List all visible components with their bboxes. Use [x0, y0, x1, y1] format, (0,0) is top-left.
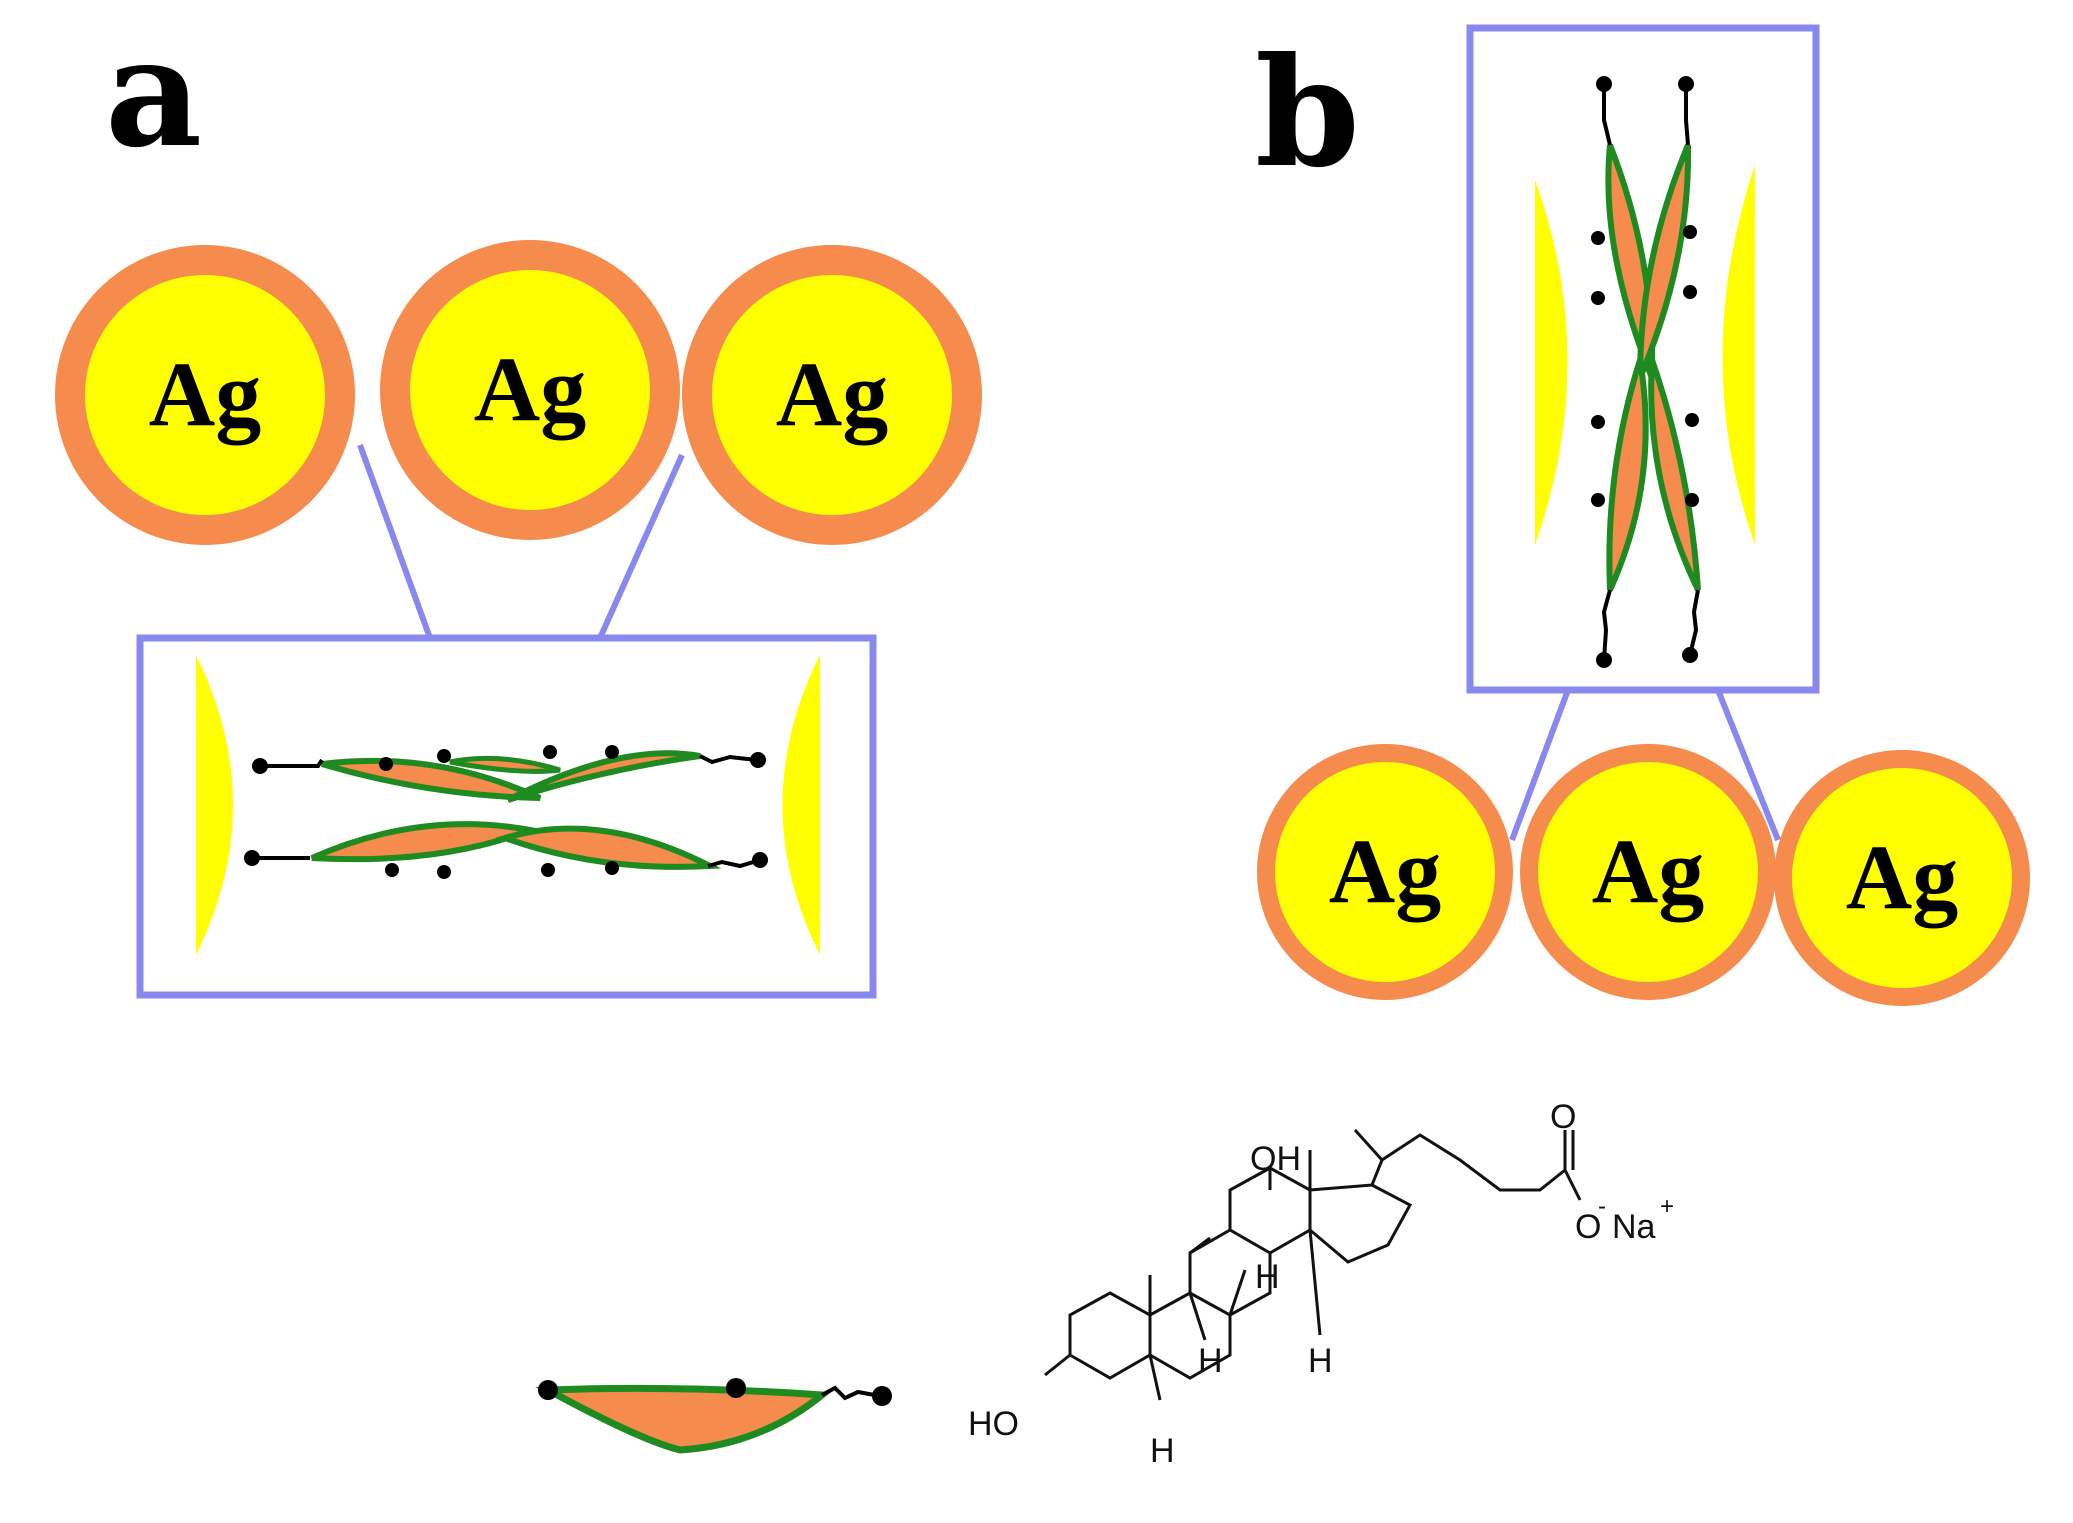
head-group: [252, 758, 268, 774]
ho-label: HO: [968, 1405, 1019, 1443]
ag-particle: Ag: [682, 245, 982, 545]
ag-label: Ag: [1592, 820, 1704, 922]
panel-b-particles: Ag Ag Ag: [1257, 744, 2030, 1006]
silver-surface-right: [782, 655, 820, 955]
silver-surface-left: [196, 655, 233, 955]
silver-surface-right: [1722, 165, 1755, 545]
o-carbonyl-label: O: [1550, 1098, 1576, 1136]
head-group: [244, 850, 260, 866]
h-label: H: [1255, 1258, 1280, 1296]
ag-label: Ag: [776, 343, 888, 445]
plus-charge: +: [1660, 1193, 1674, 1220]
oh-label: OH: [1250, 1140, 1301, 1178]
sodium-label: Na: [1612, 1208, 1656, 1246]
ag-particle: Ag: [1520, 744, 1776, 1000]
head-group: [1596, 76, 1612, 92]
ag-particle: Ag: [1257, 744, 1513, 1000]
callout-line: [357, 443, 433, 640]
ag-label: Ag: [149, 343, 261, 445]
head-group: [752, 852, 768, 868]
bile-salt-glyph: [535, 1378, 892, 1454]
head-group: [1682, 647, 1698, 663]
callout-line: [597, 453, 685, 640]
ag-particle: Ag: [1774, 750, 2030, 1006]
ag-label: Ag: [474, 338, 586, 440]
bile-salt-molecule: [437, 749, 561, 774]
head-group: [1596, 652, 1612, 668]
minus-charge: -: [1598, 1193, 1606, 1220]
callout-line: [1509, 688, 1571, 842]
h-label: H: [1150, 1432, 1175, 1470]
h-label: H: [1198, 1342, 1223, 1380]
panel-a-particles: Ag Ag Ag: [55, 240, 982, 545]
cholate-structure: [1044, 1128, 1582, 1401]
panel-a-zoom-box: [136, 634, 877, 999]
bile-salt-molecule: [321, 757, 542, 801]
head-group: [750, 752, 766, 768]
ag-particle: Ag: [55, 245, 355, 545]
callout-line: [1715, 688, 1781, 842]
silver-surface-left: [1535, 180, 1568, 545]
panel-b-zoom-box: [1466, 24, 1820, 694]
ag-label: Ag: [1846, 826, 1958, 928]
head-group: [1678, 76, 1694, 92]
panel-label-b: b: [1255, 25, 1360, 201]
ag-particle: Ag: [380, 240, 680, 540]
h-label: H: [1308, 1342, 1333, 1380]
panel-label-a: a: [105, 5, 202, 181]
o-carboxylate-label: O: [1575, 1208, 1601, 1246]
ag-label: Ag: [1329, 820, 1441, 922]
cholate-labels: OH HO H H H H O O - Na +: [968, 1098, 1674, 1470]
